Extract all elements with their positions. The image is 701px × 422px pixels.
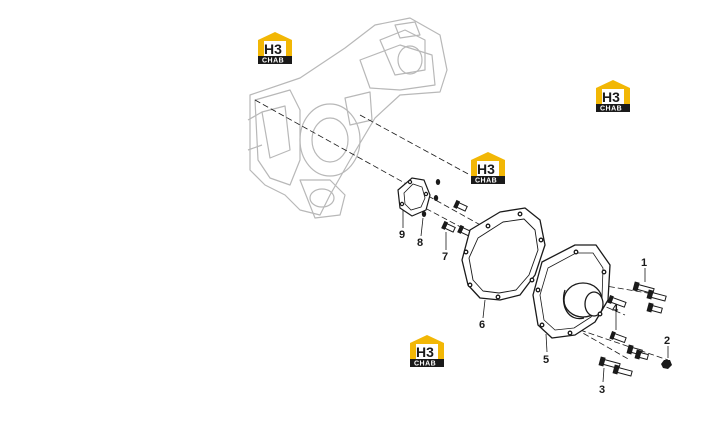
callout-2: 2 — [664, 335, 670, 347]
logo-letters: H3 — [416, 344, 434, 360]
watermark-logo: H3 CHAB — [258, 32, 292, 65]
part-4-stud — [607, 295, 627, 344]
callouts: 1 2 3 4 5 6 7 8 9 — [399, 229, 670, 396]
part-2-nut — [661, 360, 672, 369]
leader-lines — [402, 210, 669, 383]
logo-word: CHAB — [600, 106, 622, 113]
ghost-housing — [247, 17, 448, 219]
callout-3: 3 — [599, 384, 605, 396]
logo-letters: H3 — [264, 41, 282, 57]
part-1-bolts — [632, 281, 667, 314]
logo-letters: H3 — [477, 161, 495, 177]
part-8-washers — [421, 179, 441, 217]
watermark-logo: H3 CHAB — [471, 152, 505, 185]
callout-6: 6 — [479, 319, 485, 331]
callout-8: 8 — [417, 237, 423, 249]
part-6-gasket — [461, 207, 546, 301]
logo-word: CHAB — [475, 178, 497, 185]
callout-9: 9 — [399, 229, 405, 241]
callout-5: 5 — [543, 354, 549, 366]
callout-4: 4 — [612, 303, 619, 315]
watermark-logo: H3 CHAB — [410, 335, 444, 368]
part-9-cover-plate — [397, 177, 431, 217]
logo-word: CHAB — [414, 361, 436, 368]
callout-1: 1 — [641, 257, 647, 269]
watermark-logo: H3 CHAB — [596, 80, 630, 113]
logo-letters: H3 — [602, 89, 620, 105]
part-3-bolts — [598, 344, 649, 377]
callout-7: 7 — [442, 251, 448, 263]
logo-word: CHAB — [262, 58, 284, 65]
part-5-end-cover — [532, 244, 611, 339]
